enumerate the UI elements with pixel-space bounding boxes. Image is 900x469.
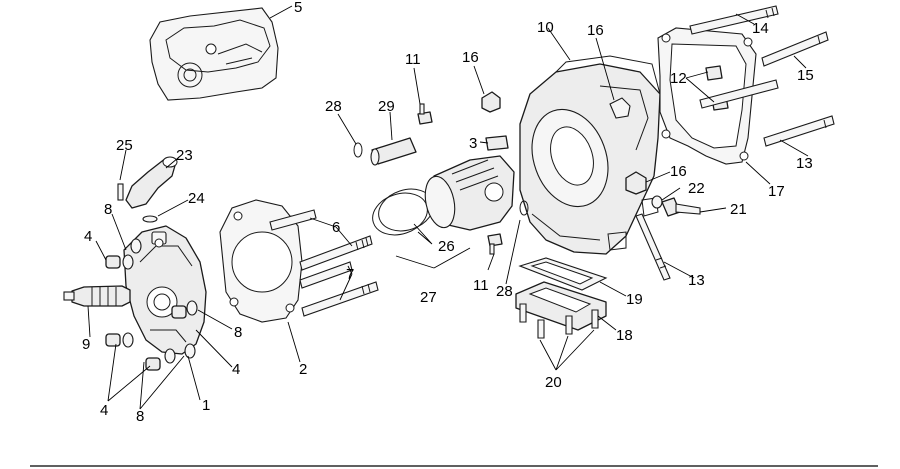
nut-top (481, 91, 501, 113)
gasket-kit-bag (149, 7, 279, 101)
callout-8-right: 8 (234, 324, 242, 341)
callout-16-block: 16 (587, 22, 604, 39)
reed-plate (515, 281, 607, 331)
cylinder-block (519, 55, 661, 255)
callout-4-bottom: 4 (100, 402, 108, 419)
callout-25: 25 (116, 137, 133, 154)
callout-24: 24 (188, 190, 205, 207)
reed-gasket (518, 257, 608, 291)
callout-7: 7 (346, 266, 354, 283)
callout-3: 3 (469, 135, 477, 152)
callout-28-top: 28 (325, 98, 342, 115)
circlip-lower (519, 200, 529, 216)
callout-13-lower: 13 (688, 272, 705, 289)
callout-29: 29 (378, 98, 395, 115)
callout-6: 6 (332, 219, 340, 236)
callout-17: 17 (768, 183, 785, 200)
callout-14: 14 (752, 20, 769, 37)
callout-11-top: 11 (405, 51, 421, 68)
callout-12: 12 (670, 70, 687, 87)
circlip-upper (353, 142, 363, 158)
piston (424, 155, 515, 231)
callout-23: 23 (176, 147, 193, 164)
callout-20: 20 (545, 374, 562, 391)
piston-pin (370, 137, 417, 166)
callout-13-right: 13 (796, 155, 813, 172)
callout-8-top: 8 (104, 201, 112, 218)
callout-labels: 1 2 3 4 4 4 5 6 7 8 8 8 9 10 11 11 12 13… (82, 0, 814, 425)
small-screw-upper (417, 103, 433, 125)
callout-19: 19 (626, 291, 643, 308)
callout-27: 27 (420, 289, 437, 306)
callout-4-top: 4 (84, 228, 92, 245)
callout-11-bottom: 11 (473, 277, 489, 294)
callout-1: 1 (202, 397, 210, 414)
callout-5: 5 (294, 0, 302, 16)
reed-screws (519, 303, 599, 339)
callout-2: 2 (299, 361, 307, 378)
callout-22: 22 (688, 180, 705, 197)
washer-22 (651, 195, 663, 209)
callout-10: 10 (537, 19, 554, 36)
callout-26: 26 (438, 238, 455, 255)
thermostat-elbow (117, 156, 178, 223)
callout-16-top: 16 (462, 49, 479, 66)
head-nuts-washers (105, 238, 198, 371)
callout-8-bottom: 8 (136, 408, 144, 425)
callout-21: 21 (730, 201, 747, 218)
callout-28-bottom: 28 (496, 283, 513, 300)
leader-lines (87, 5, 809, 410)
callout-18: 18 (616, 327, 633, 344)
head-gasket (219, 199, 303, 323)
spark-plug (63, 285, 131, 307)
dowel-pin (485, 135, 509, 151)
callout-4-right: 4 (232, 361, 240, 378)
long-studs-upper (689, 5, 835, 147)
small-screw-lower (487, 233, 503, 255)
callout-15: 15 (797, 67, 814, 84)
callout-9: 9 (82, 336, 90, 353)
block-nut-right (625, 171, 647, 195)
cylinder-head (123, 225, 207, 355)
callout-16-right: 16 (670, 163, 687, 180)
long-stud-lower (635, 213, 671, 281)
bolt-21 (661, 197, 701, 217)
